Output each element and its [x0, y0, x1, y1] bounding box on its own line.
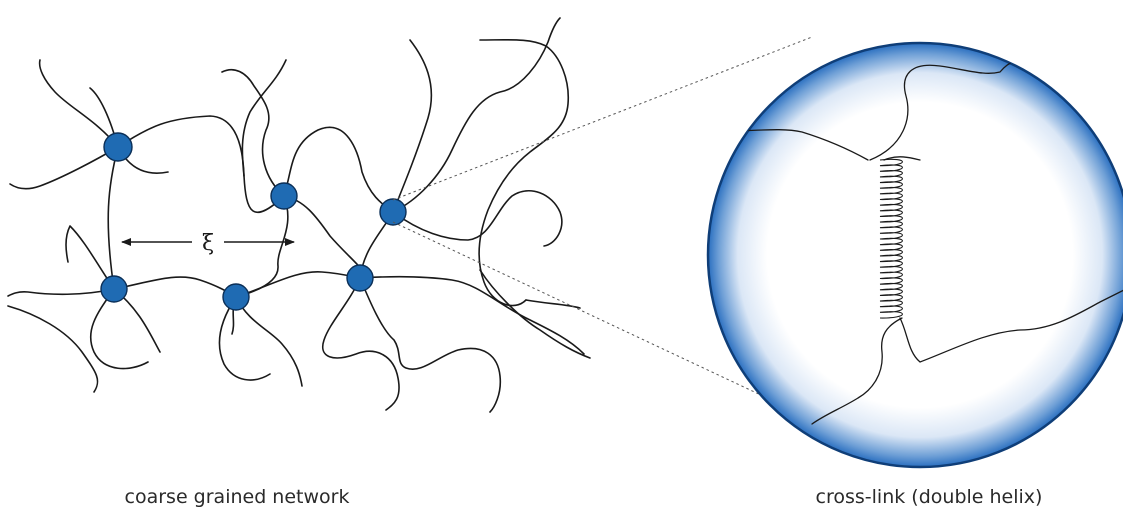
dangling-chain [359, 277, 502, 413]
dangling-chain [9, 146, 119, 190]
crosslink-node [270, 182, 298, 210]
crosslink-node [100, 275, 128, 303]
crosslink-node [346, 264, 374, 292]
dangling-chain [241, 59, 287, 177]
crosslink-node [379, 198, 407, 226]
dangling-chain [89, 288, 149, 370]
dangling-chain [7, 288, 115, 297]
crosslink-node [103, 132, 133, 162]
helix-strand-lower [811, 317, 903, 425]
dangling-chain [221, 68, 285, 197]
helix-strand-lower [899, 289, 1123, 363]
zoom-guide-lines [392, 36, 815, 421]
dangling-chain [321, 277, 400, 411]
dangling-chain [478, 38, 570, 307]
double-helix [879, 158, 903, 319]
dangling-chain [392, 39, 433, 213]
dangling-chain [235, 296, 303, 387]
zoom-line-bottom [392, 221, 815, 421]
dangling-chain [7, 305, 99, 393]
strand [235, 195, 289, 298]
dangling-chain [479, 269, 591, 359]
helix-strand-upper [883, 156, 921, 161]
helix-coil [879, 158, 903, 319]
mesh-size-symbol: ξ [202, 231, 214, 256]
dangling-chain [218, 296, 271, 381]
dangling-chain [38, 59, 119, 148]
caption-cross-link: cross-link (double helix) [815, 486, 1043, 508]
strand [283, 126, 394, 213]
dangling-chain [65, 225, 115, 290]
caption-coarse-grained-network: coarse grained network [124, 486, 350, 508]
dangling-chain [392, 17, 561, 213]
lens-circle [706, 41, 1123, 469]
dangling-chain [525, 299, 581, 309]
strand [113, 276, 237, 298]
dangling-chain [283, 195, 365, 273]
magnifier-lens [706, 41, 1123, 469]
zoom-line-top [392, 36, 813, 201]
dangling-chain [359, 275, 585, 355]
strand [117, 115, 285, 214]
crosslink-node [222, 283, 250, 311]
dangling-chain [392, 190, 563, 247]
strand [107, 146, 119, 290]
strand [235, 271, 361, 298]
polymer-network: ξ [7, 17, 591, 413]
